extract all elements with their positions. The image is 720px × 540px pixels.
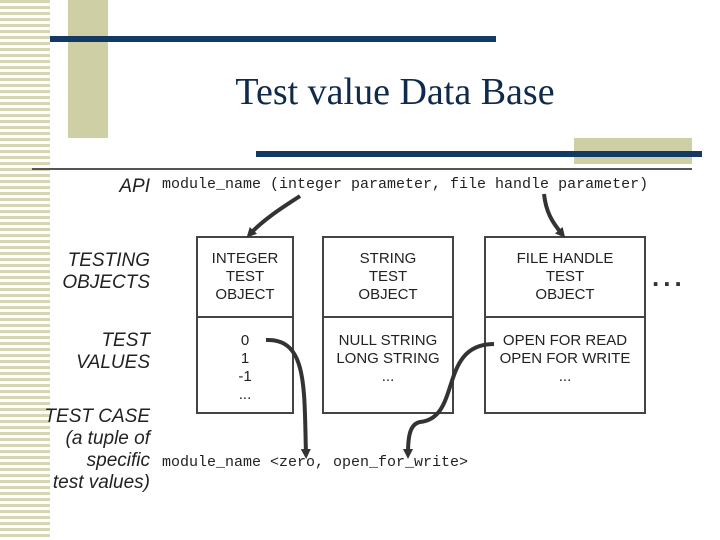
arrow-api-to-integer xyxy=(246,194,302,238)
label-api-text: API xyxy=(119,176,150,197)
api-signature: module_name (integer parameter, file han… xyxy=(162,176,649,193)
decorative-bar xyxy=(68,0,108,138)
label-test-case: TEST CASE (a tuple of specific test valu… xyxy=(44,406,150,494)
arrow-api-to-filehandle xyxy=(542,193,566,238)
object-name-line: STRING xyxy=(359,250,417,267)
arrow-openwrite-to-testcase xyxy=(403,342,495,459)
test-case-code: module_name <zero, open_for_write> xyxy=(162,454,469,471)
file-handle-test-object: FILE HANDLE TEST OBJECT xyxy=(484,236,646,318)
label-line: test values) xyxy=(52,472,150,493)
object-name-line: TEST xyxy=(545,268,585,285)
mid-rule-line xyxy=(256,151,702,157)
test-value: 0 xyxy=(240,332,250,349)
integer-test-values: 0 1 -1 ... xyxy=(196,316,294,414)
slide-title: Test value Data Base xyxy=(235,71,555,113)
label-line: OBJECTS xyxy=(62,272,150,293)
label-testing-objects: TESTING OBJECTS xyxy=(62,250,150,294)
test-value: ... xyxy=(381,368,395,385)
object-name-line: OBJECT xyxy=(358,286,418,303)
test-value: ... xyxy=(238,386,252,403)
label-line: (a tuple of xyxy=(65,428,151,449)
test-value: -1 xyxy=(238,368,252,385)
label-api: API xyxy=(119,176,150,198)
label-line: VALUES xyxy=(76,352,150,373)
test-value: 1 xyxy=(240,350,250,367)
test-value: LONG STRING xyxy=(336,350,440,367)
test-value: OPEN FOR READ xyxy=(502,332,628,349)
label-line: TEST CASE xyxy=(44,406,150,427)
top-rule-line xyxy=(50,36,496,42)
string-test-object: STRING TEST OBJECT xyxy=(322,236,454,318)
object-name-line: TEST xyxy=(368,268,408,285)
object-name-line: FILE HANDLE xyxy=(516,250,614,267)
string-test-values: NULL STRING LONG STRING ... xyxy=(322,316,454,414)
object-name-line: OBJECT xyxy=(215,286,275,303)
label-line: specific xyxy=(86,450,150,471)
object-name-line: OBJECT xyxy=(535,286,595,303)
label-line: TESTING xyxy=(67,250,150,271)
object-name-line: TEST xyxy=(225,268,265,285)
label-test-values: TEST VALUES xyxy=(76,330,150,374)
test-value: OPEN FOR WRITE xyxy=(499,350,631,367)
decorative-stripes xyxy=(0,0,50,540)
arrow-zero-to-testcase xyxy=(265,337,311,459)
object-name-line: INTEGER xyxy=(211,250,279,267)
integer-test-object: INTEGER TEST OBJECT xyxy=(196,236,294,318)
test-value: ... xyxy=(558,368,572,385)
test-value: NULL STRING xyxy=(338,332,438,349)
diagram-top-rule xyxy=(32,168,692,170)
label-line: TEST xyxy=(101,330,150,351)
file-handle-test-values: OPEN FOR READ OPEN FOR WRITE ... xyxy=(484,316,646,414)
more-objects-ellipsis: ... xyxy=(652,262,686,292)
